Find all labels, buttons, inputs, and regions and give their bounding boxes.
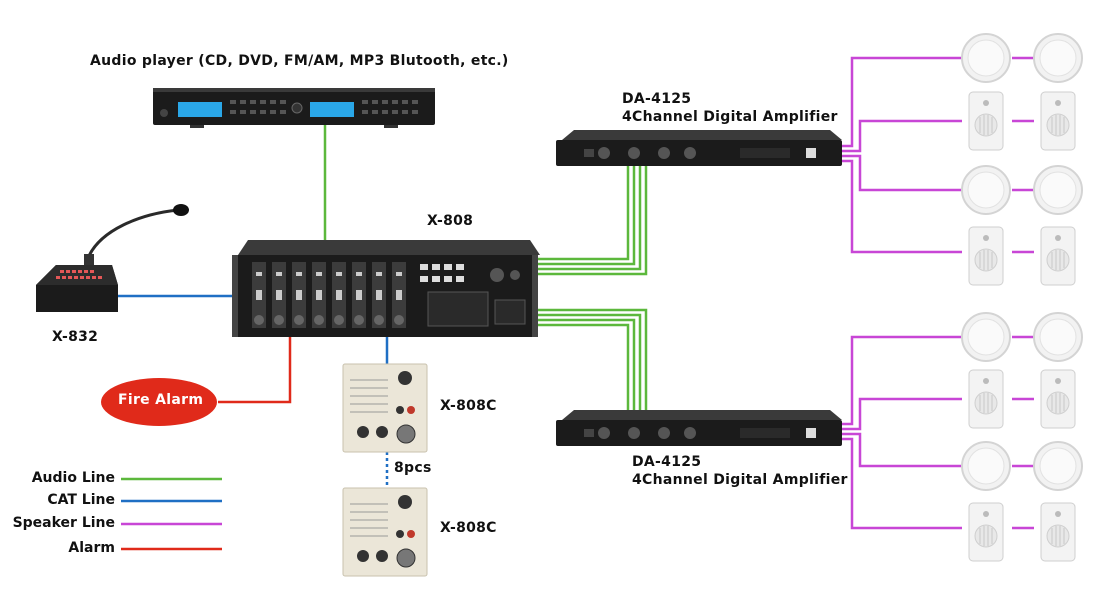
alarm-lines: [218, 336, 292, 404]
digital-amplifier-icon: [556, 410, 842, 446]
wall-speaker-icon: [968, 502, 1004, 562]
mic-label: X-832: [52, 329, 99, 345]
audio-player-icon: [153, 88, 435, 128]
wall-speaker-icon: [968, 226, 1004, 286]
panel-count-label: 8pcs: [394, 460, 432, 476]
speaker-lines-bottom: [840, 335, 1034, 530]
wall-speaker-icon: [1040, 91, 1076, 151]
legend-swatches: [121, 477, 222, 551]
ceiling-speaker-icon: [961, 165, 1011, 215]
wall-speaker-icon: [1040, 369, 1076, 429]
fire-alarm-label: Fire Alarm: [118, 392, 204, 408]
mixer-amplifier-icon: [232, 240, 540, 337]
wall-speaker-icon: [968, 91, 1004, 151]
ceiling-speaker-icon: [1033, 441, 1083, 491]
ceiling-speaker-icon: [961, 33, 1011, 83]
wall-panel-icon: [342, 363, 428, 453]
legend-item-cat: CAT Line: [47, 492, 115, 508]
audio-lines: [323, 125, 648, 412]
speaker-lines-top: [840, 56, 1034, 254]
fire-alarm-badge: [101, 378, 217, 426]
ceiling-speaker-icon: [961, 312, 1011, 362]
legend-item-alarm: Alarm: [68, 540, 115, 556]
ceiling-speaker-icon: [1033, 312, 1083, 362]
audio-line-mixer-amp-top: [538, 165, 648, 276]
ceiling-speaker-icon: [961, 441, 1011, 491]
alarm-line: [218, 336, 292, 404]
cat-lines: [118, 294, 389, 488]
paging-microphone-icon: [36, 204, 189, 312]
legend-item-speaker: Speaker Line: [12, 515, 115, 531]
digital-amplifier-icon: [556, 130, 842, 166]
amp-bottom-label: DA-4125 4Channel Digital Amplifier: [632, 454, 848, 488]
wall-speaker-icon: [1040, 226, 1076, 286]
ceiling-speaker-icon: [1033, 33, 1083, 83]
mixer-label: X-808: [427, 213, 474, 229]
wall-panel-icon: [342, 487, 428, 577]
panel-top-label: X-808C: [440, 398, 497, 414]
ceiling-speaker-icon: [1033, 165, 1083, 215]
legend-item-audio: Audio Line: [31, 470, 115, 486]
panel-bottom-label: X-808C: [440, 520, 497, 536]
wall-speaker-icon: [968, 369, 1004, 429]
audio-player-label: Audio player (CD, DVD, FM/AM, MP3 Blutoo…: [90, 53, 509, 69]
audio-line-mixer-amp-bottom: [538, 308, 648, 412]
wall-speaker-icon: [1040, 502, 1076, 562]
amp-top-label: DA-4125 4Channel Digital Amplifier: [622, 91, 838, 125]
